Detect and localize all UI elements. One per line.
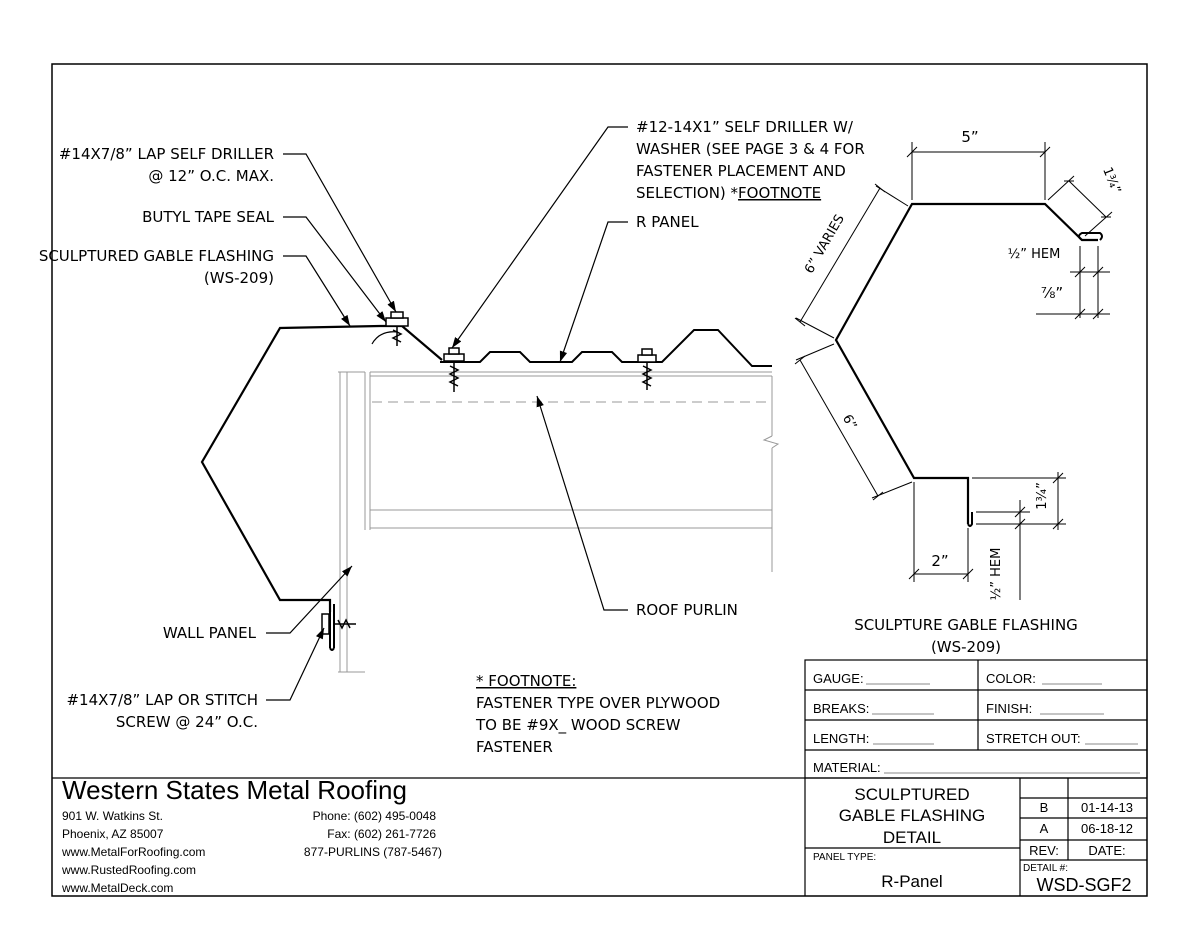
revision-b: B <box>1040 800 1049 815</box>
drawing-title-2: GABLE FLASHING <box>839 806 985 825</box>
section-view: #14X7/8” LAP SELF DRILLER @ 12” O.C. MAX… <box>39 118 865 756</box>
r-panel-profile <box>440 329 772 367</box>
dim-hem-seven-eighths: ⅞” <box>1041 284 1063 302</box>
detail-number: WSD-SGF2 <box>1036 875 1131 895</box>
footnote-title: * FOOTNOTE: <box>476 672 576 690</box>
panel-type-value: R-Panel <box>881 872 942 891</box>
dim-hem-bottom: ½” HEM <box>989 548 1004 601</box>
callout-stitch-1: #14X7/8” LAP OR STITCH <box>66 691 258 709</box>
company-web-1: www.MetalForRoofing.com <box>61 845 205 859</box>
callout-lap-driller-1: #14X7/8” LAP SELF DRILLER <box>59 145 274 163</box>
profile-title-2: (WS-209) <box>931 638 1001 656</box>
callout-gable-1: SCULPTURED GABLE FLASHING <box>39 247 274 265</box>
callout-roof-purlin: ROOF PURLIN <box>636 601 738 619</box>
footnote-line-3: FASTENER <box>476 738 553 756</box>
company-name: Western States Metal Roofing <box>62 775 407 805</box>
label-material: MATERIAL: <box>813 760 881 775</box>
company-address-2: Phoenix, AZ 85007 <box>62 827 164 841</box>
title-block: Western States Metal Roofing 901 W. Watk… <box>52 775 1147 896</box>
callout-gable-2: (WS-209) <box>204 269 274 287</box>
wall-structure <box>338 371 780 673</box>
label-finish: FINISH: <box>986 701 1032 716</box>
spec-table: GAUGE: COLOR: BREAKS: FINISH: LENGTH: ST… <box>804 659 1148 779</box>
dim-hem-top: ½” HEM <box>1008 247 1061 262</box>
company-web-2: www.RustedRoofing.com <box>61 863 196 877</box>
label-gauge: GAUGE: <box>813 671 864 686</box>
panel-screw <box>637 348 657 390</box>
stitch-screw <box>321 613 356 635</box>
callout-wall-panel: WALL PANEL <box>163 624 257 642</box>
callout-self-driller-1: #12-14X1” SELF DRILLER W/ <box>636 118 854 136</box>
label-color: COLOR: <box>986 671 1036 686</box>
revision-b-date: 01-14-13 <box>1081 800 1133 815</box>
dim-bottom-right: 1¾” <box>1035 482 1050 510</box>
profile-title-1: SCULPTURE GABLE FLASHING <box>854 616 1078 634</box>
flashing-profile-shape <box>834 202 1098 524</box>
drawing-title-3: DETAIL <box>883 828 941 847</box>
dim-top: 5” <box>961 128 978 146</box>
detail-number-label: DETAIL #: <box>1023 863 1068 874</box>
company-address-1: 901 W. Watkins St. <box>62 809 163 823</box>
callout-self-driller-4: SELECTION) *FOOTNOTE <box>636 184 821 202</box>
date-label: DATE: <box>1088 843 1125 858</box>
revision-a: A <box>1040 821 1049 836</box>
self-driller-washer <box>443 347 465 392</box>
callout-butyl: BUTYL TAPE SEAL <box>142 208 275 226</box>
company-fax: Fax: (602) 261-7726 <box>327 827 436 841</box>
callout-stitch-2: SCREW @ 24” O.C. <box>116 713 258 731</box>
drawing-title-1: SCULPTURED <box>854 785 969 804</box>
flashing-profile-view: 5” 1¾” 6” VARIES ½” HEM ⅞” 6” 1¾” 2” ½” … <box>794 128 1123 656</box>
panel-type-label: PANEL TYPE: <box>813 852 876 863</box>
company-web-3: www.MetalDeck.com <box>61 881 173 895</box>
footnote-line-2: TO BE #9X_ WOOD SCREW <box>475 716 681 735</box>
label-breaks: BREAKS: <box>813 701 869 716</box>
callout-r-panel: R PANEL <box>636 213 699 231</box>
callout-lap-driller-2: @ 12” O.C. MAX. <box>148 167 274 185</box>
dim-top-right: 1¾” <box>1099 165 1123 196</box>
label-stretch-out: STRETCH OUT: <box>986 731 1081 746</box>
company-tollfree: 877-PURLINS (787-5467) <box>304 845 442 859</box>
callout-self-driller-3: FASTENER PLACEMENT AND <box>636 162 846 180</box>
company-phone: Phone: (602) 495-0048 <box>313 809 437 823</box>
footnote-line-1: FASTENER TYPE OVER PLYWOOD <box>476 694 720 712</box>
gable-flashing-section <box>200 324 443 612</box>
label-length: LENGTH: <box>813 731 869 746</box>
dim-lower-slope: 6” <box>839 412 859 432</box>
profile-dimension-lines <box>794 142 1113 600</box>
revision-a-date: 06-18-12 <box>1081 821 1133 836</box>
leader-lines <box>266 126 628 701</box>
dim-upper-slope: 6” VARIES <box>802 212 848 276</box>
revision-label: REV: <box>1029 843 1059 858</box>
callout-self-driller-2: WASHER (SEE PAGE 3 & 4 FOR <box>636 140 865 158</box>
dim-bottom: 2” <box>931 552 948 570</box>
sheet-border <box>51 63 1148 897</box>
